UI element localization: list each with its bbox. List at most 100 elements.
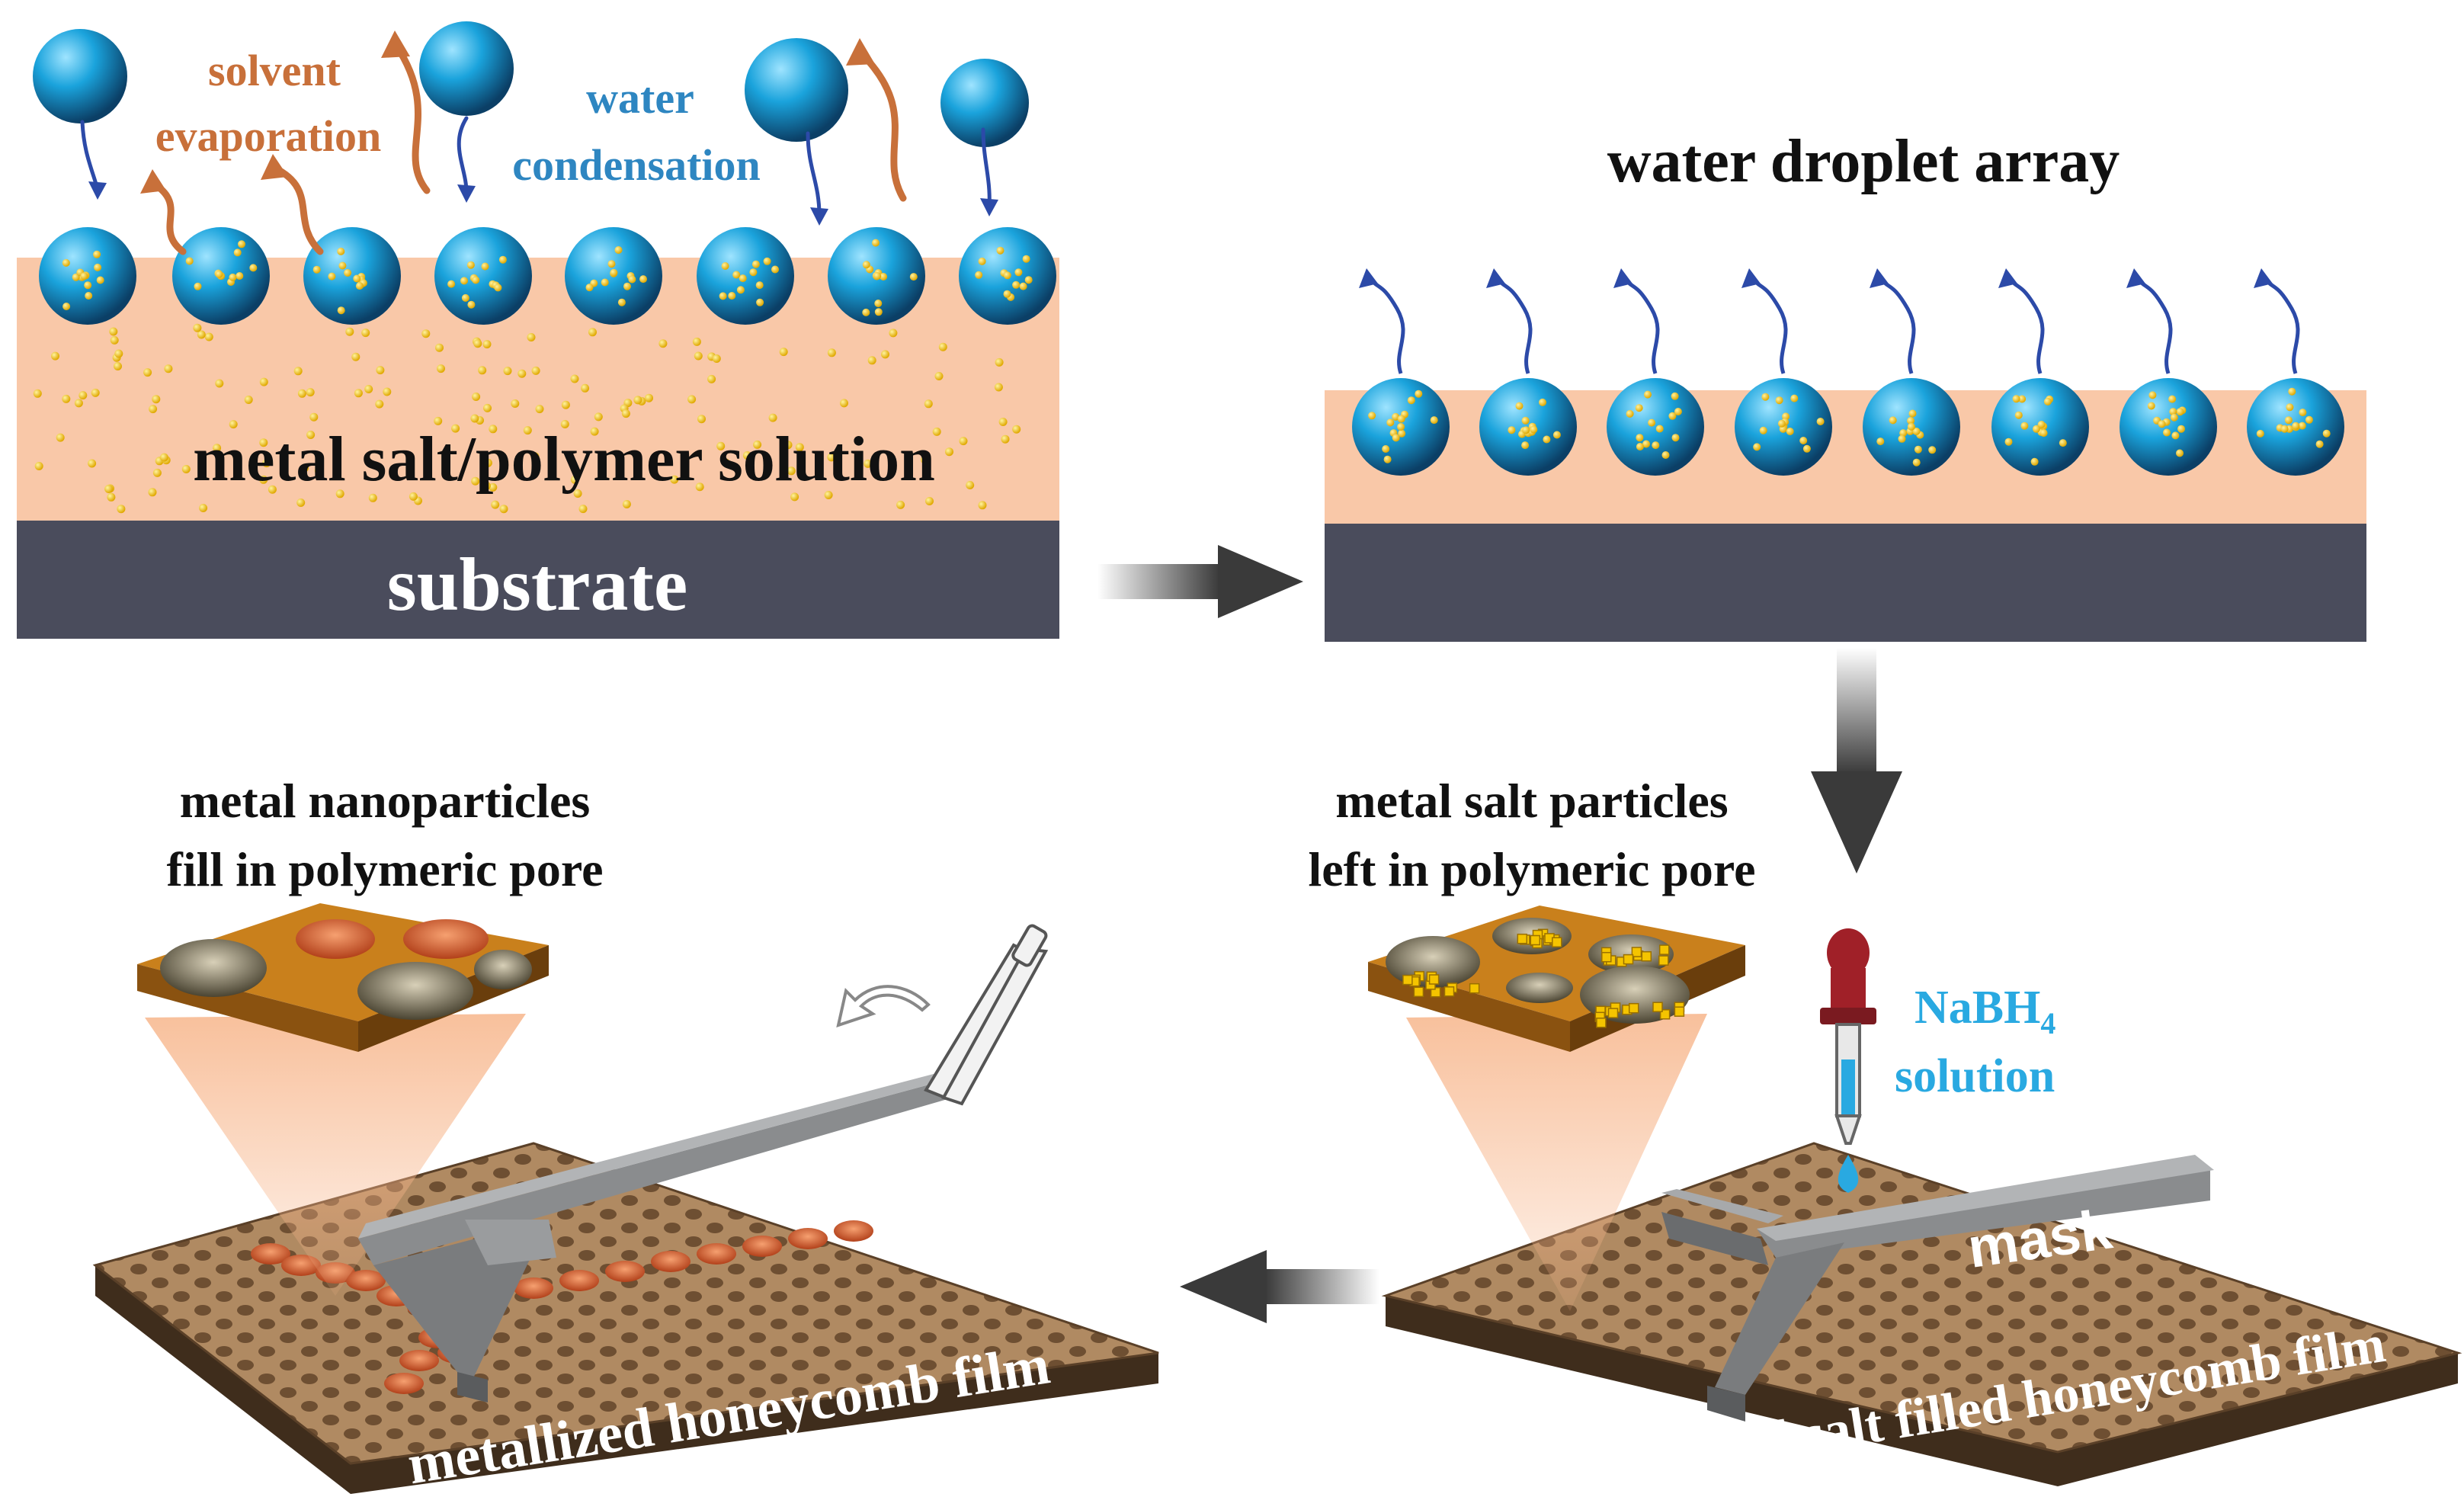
salt-particle xyxy=(259,377,268,386)
evaporation-label: evaporation xyxy=(155,111,381,161)
metal-caption-line1: metal nanoparticles xyxy=(180,774,591,828)
salt-particle xyxy=(375,399,384,409)
salt-particle xyxy=(872,239,880,247)
salt-particle xyxy=(337,306,345,315)
salt-particle xyxy=(473,339,482,348)
salt-particle xyxy=(719,292,727,300)
salt-particle xyxy=(1415,389,1423,398)
salt-particle xyxy=(896,500,905,509)
salt-particle xyxy=(824,491,833,499)
salt-particle xyxy=(1671,392,1679,400)
salt-particle xyxy=(472,393,481,401)
salt-particle xyxy=(925,497,934,505)
salt-particle xyxy=(185,257,194,265)
salt-crystal xyxy=(1623,954,1634,965)
solution-label: metal salt/polymer solution xyxy=(193,424,935,495)
droplet-escape-arrows xyxy=(1359,268,2300,374)
salt-particle xyxy=(585,284,594,292)
salt-particle xyxy=(2170,413,2178,422)
salt-particle xyxy=(1790,394,1799,402)
substrate-layer xyxy=(17,521,1059,639)
escape-arrow xyxy=(2007,277,2045,374)
salt-particle xyxy=(561,400,570,409)
metal-pore-inset xyxy=(137,903,549,1052)
salt-particle xyxy=(739,274,747,283)
salt-particle xyxy=(1515,402,1524,410)
salt-particle xyxy=(159,453,168,462)
salt-particle xyxy=(2256,429,2264,438)
salt-particle xyxy=(354,389,363,398)
salt-particle xyxy=(1430,416,1438,425)
condensing-droplets xyxy=(33,21,1029,147)
substrate-label: substrate xyxy=(387,542,687,627)
salt-particle xyxy=(658,339,668,348)
salt-particle xyxy=(1928,446,1937,454)
salt-particle xyxy=(435,343,444,352)
salt-particle xyxy=(2158,420,2166,428)
salt-particle xyxy=(531,366,540,375)
salt-particle xyxy=(361,329,370,338)
salt-particle xyxy=(1674,408,1682,415)
salt-crystal xyxy=(1631,947,1642,957)
metal-filled-pore xyxy=(514,1277,553,1299)
salt-particle xyxy=(80,272,88,280)
salt-crystal xyxy=(1552,937,1562,947)
salt-particle xyxy=(91,388,100,397)
salt-crystal xyxy=(1469,983,1480,994)
salt-particle xyxy=(491,500,500,509)
panel-metallized-film: metal nanoparticles fill in polymeric po… xyxy=(92,774,1159,1496)
salt-crystal xyxy=(1443,986,1455,997)
metal-filled-pore xyxy=(251,1243,290,1265)
salt-particle xyxy=(114,362,122,370)
salt-particle xyxy=(755,281,764,290)
salt-particle xyxy=(204,332,213,341)
salt-particle xyxy=(1648,418,1656,427)
salt-particle xyxy=(712,354,721,363)
salt-particle xyxy=(149,405,158,414)
salt-particle xyxy=(2315,440,2324,448)
metallized-pores xyxy=(251,1220,873,1394)
salt-particle xyxy=(344,269,352,277)
salt-particle xyxy=(1539,398,1546,406)
salt-particle xyxy=(1022,255,1030,263)
salt-particle xyxy=(1012,425,1021,434)
panel-evaporation: solvent evaporation water condensation m… xyxy=(17,21,1059,639)
salt-particle xyxy=(466,261,475,269)
salt-particle xyxy=(143,368,152,377)
escape-arrow xyxy=(2263,277,2300,374)
salt-particle xyxy=(511,399,520,408)
salt-particle xyxy=(1386,418,1395,427)
salt-particle xyxy=(1642,440,1650,448)
salt-particle xyxy=(978,501,987,510)
salt-particle xyxy=(306,431,316,439)
salt-particle xyxy=(787,466,796,476)
salt-particle xyxy=(498,255,507,264)
salt-particle xyxy=(934,372,944,380)
salt-particle xyxy=(309,412,319,422)
salt-particle xyxy=(296,498,306,507)
salt-particle xyxy=(570,374,579,383)
salt-particle xyxy=(376,366,385,375)
salt-particle xyxy=(783,441,793,450)
salt-particle xyxy=(409,492,418,501)
salt-particle xyxy=(2043,397,2052,406)
salt-particle xyxy=(2148,391,2157,399)
salt-particle xyxy=(827,453,836,462)
salt-particle xyxy=(763,257,771,265)
salt-particle xyxy=(306,388,315,397)
salt-particle xyxy=(2171,431,2180,440)
solution-reagent-label: solution xyxy=(1895,1050,2055,1102)
salt-crystal xyxy=(1428,974,1440,985)
salt-particle xyxy=(451,424,460,433)
salt-particle xyxy=(790,492,799,502)
salt-particle xyxy=(109,327,118,336)
salt-particle xyxy=(1522,426,1530,434)
salt-particle xyxy=(2014,411,2023,419)
salt-particle xyxy=(996,246,1005,255)
escape-arrow-head xyxy=(1998,268,2017,288)
salt-particle xyxy=(881,350,889,359)
salt-particle xyxy=(594,412,603,422)
salt-particle xyxy=(62,258,70,267)
salt-particle xyxy=(467,300,476,309)
salt-particle xyxy=(921,455,930,464)
